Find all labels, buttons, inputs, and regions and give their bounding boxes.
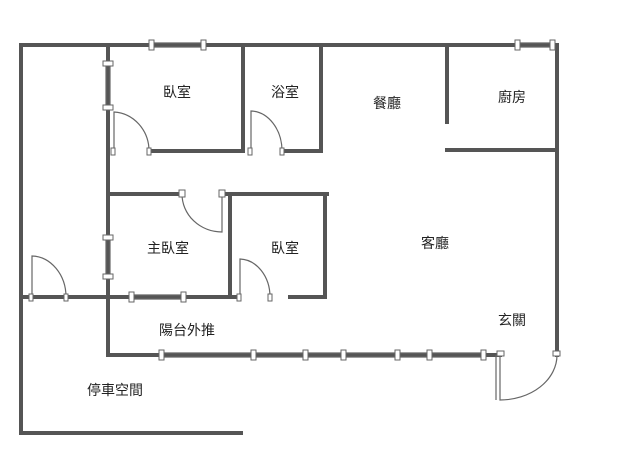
label-living: 客廳 — [421, 235, 449, 252]
label-entrance: 玄關 — [498, 312, 526, 329]
label-kitchen: 廚房 — [498, 89, 526, 106]
outer-walls — [19, 43, 559, 435]
label-parking: 停車空間 — [87, 382, 143, 399]
label-bedroom-small: 臥室 — [271, 240, 299, 257]
label-master-bedroom: 主臥室 — [147, 240, 189, 257]
doors — [28, 110, 561, 401]
label-bathroom: 浴室 — [271, 84, 299, 101]
label-balcony: 陽台外推 — [159, 323, 215, 339]
label-dining: 餐廳 — [373, 95, 401, 112]
windows — [102, 39, 556, 361]
label-bedroom-top: 臥室 — [163, 84, 191, 101]
